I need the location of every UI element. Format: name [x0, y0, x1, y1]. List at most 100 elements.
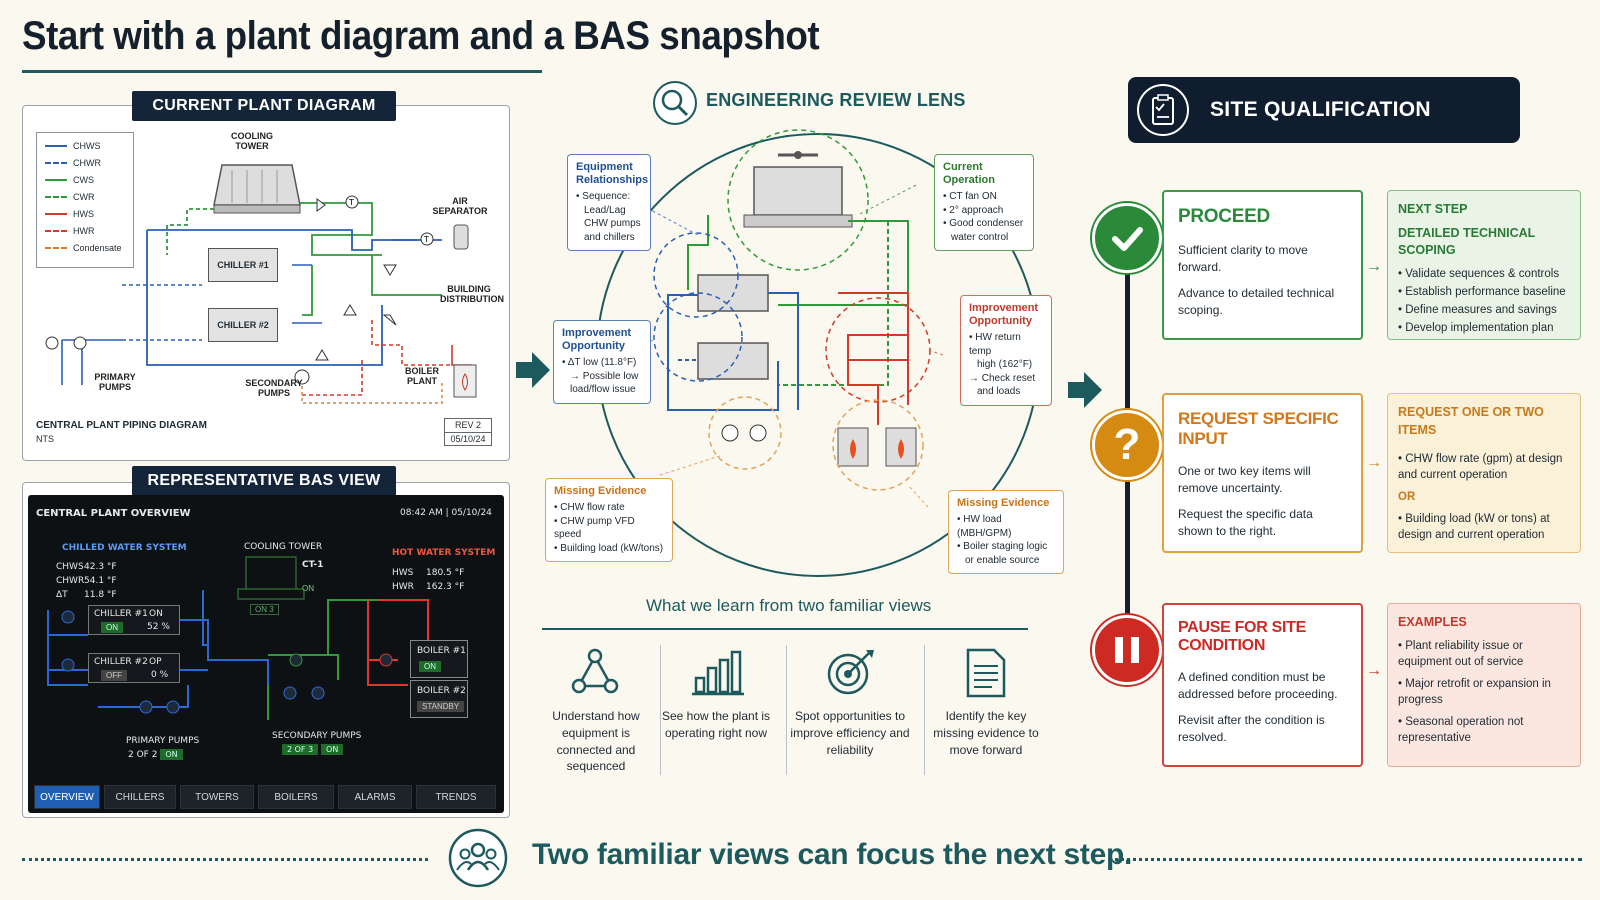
callout-current-operation: Current Operation • CT fan ON• 2° approa…	[934, 154, 1034, 252]
bas-tab-boilers[interactable]: BOILERS	[258, 785, 334, 809]
bas-view-header: REPRESENTATIVE BAS VIEW	[132, 466, 396, 496]
bas-boiler-1[interactable]: BOILER #1 ON	[410, 640, 468, 678]
plant-footer-title: CENTRAL PLANT PIPING DIAGRAM	[36, 420, 207, 431]
chiller-2-state: OP	[149, 657, 162, 667]
site-qualification-header	[1128, 77, 1520, 143]
bas-boiler-2[interactable]: BOILER #2 STANDBY	[410, 680, 468, 718]
tower-title: COOLING TOWER	[244, 542, 323, 552]
chwr-label: CHWR	[56, 576, 85, 586]
tower-tag: ON 3	[250, 604, 279, 615]
plant-footer-sub: NTS	[36, 434, 54, 444]
examples-title: EXAMPLES	[1398, 615, 1467, 629]
primary-pumps-badge: ON	[160, 749, 183, 760]
arrow-proceed: →	[1366, 258, 1382, 275]
hwr-value: 162.3 °F	[426, 582, 465, 592]
rev-date: 05/10/24	[450, 434, 486, 444]
network-icon	[571, 648, 619, 694]
people-group-icon	[448, 828, 508, 888]
plant-legend: CHWS CHWR CWS CWR HWS HWR Condensate	[36, 132, 134, 268]
clipboard-icon	[1137, 84, 1189, 136]
footer-tagline: Two familiar views can focus the next st…	[532, 838, 1133, 871]
card-pause: PAUSE FOR SITE CONDITION A defined condi…	[1162, 603, 1363, 767]
callout-missing-right: Missing Evidence • HW load (MBH/GPM)• Bo…	[948, 490, 1064, 575]
callout-improvement-right: Improvement Opportunity • HW return temp…	[960, 295, 1052, 406]
learn-rule	[542, 628, 1028, 630]
request-item-1: • CHW flow rate (gpm) at design and curr…	[1398, 453, 1563, 482]
pause-text-2: Revisit after the condition is resolved.	[1178, 712, 1325, 745]
chws-value: 42.3 °F	[84, 562, 117, 572]
chwr-value: 54.1 °F	[84, 576, 117, 586]
legend-item-hwr: HWR	[37, 222, 133, 239]
title-underline	[22, 70, 542, 73]
svg-text:T: T	[423, 235, 429, 244]
page-title: Start with a plant diagram and a BAS sna…	[22, 14, 820, 58]
legend-item-cwr: CWR	[37, 188, 133, 205]
proceed-text-2: Advance to detailed technical scoping.	[1178, 285, 1335, 318]
chiller-2-load: 0 %	[151, 670, 169, 680]
bas-chiller-1[interactable]: CHILLER #1 ON ON 52 %	[88, 605, 180, 635]
card-request-input: REQUEST SPECIFIC INPUT One or two key it…	[1162, 393, 1363, 553]
learn-item-connected: Understand how equipment is connected an…	[552, 709, 640, 774]
bas-tab-overview[interactable]: OVERVIEW	[34, 785, 100, 809]
chiller-2-badge: OFF	[101, 670, 127, 681]
callout-missing-right-title: Missing Evidence	[957, 497, 1050, 509]
target-icon	[827, 650, 874, 695]
site-qualification-title: SITE QUALIFICATION	[1210, 98, 1431, 121]
primary-pumps-count: 2 OF 2 ON	[128, 749, 183, 760]
bas-chiller-2[interactable]: CHILLER #2 OP OFF 0 %	[88, 653, 180, 683]
dt-label: ΔT	[56, 590, 68, 600]
secondary-pumps-badge: ON	[321, 744, 344, 755]
learn-divider-2	[786, 645, 787, 775]
callout-improvement-left-title: Improvement Opportunity	[562, 327, 632, 353]
card-next-step: NEXT STEP DETAILED TECHNICAL SCOPING • V…	[1387, 190, 1581, 340]
learn-item-opportunities: Spot opportunities to improve efficiency…	[790, 709, 910, 757]
next-step-title: NEXT STEP	[1398, 202, 1468, 216]
svg-text:T: T	[348, 198, 354, 207]
label-secondary-pumps: SECONDARY PUMPS	[245, 378, 303, 399]
rev-label: REV 2	[445, 419, 491, 433]
bas-tab-alarms[interactable]: ALARMS	[338, 785, 412, 809]
dt-value: 11.8 °F	[84, 590, 117, 600]
plant-revision-box: REV 2 05/10/24	[444, 418, 492, 446]
request-title: REQUEST SPECIFIC INPUT	[1178, 409, 1339, 448]
arrow-request: →	[1366, 454, 1382, 471]
secondary-pumps-label: SECONDARY PUMPS	[272, 731, 362, 741]
learn-item-missing-evidence: Identify the key missing evidence to mov…	[933, 709, 1039, 757]
callout-improvement-left: Improvement Opportunity • ΔT low (11.8°F…	[553, 320, 651, 404]
boiler-2-name: BOILER #2	[417, 686, 466, 696]
plant-diagram-header: CURRENT PLANT DIAGRAM	[132, 91, 396, 121]
request-text-2: Request the specific data shown to the r…	[1178, 506, 1313, 539]
proceed-title: PROCEED	[1178, 206, 1270, 227]
bas-tab-towers[interactable]: TOWERS	[180, 785, 254, 809]
label-primary-pumps: PRIMARY PUMPS	[94, 372, 136, 393]
question-icon: ?	[1092, 410, 1162, 480]
chiller-1-badge: ON	[101, 622, 123, 633]
callout-equipment-relationships: Equipment Relationships • Sequence:Lead/…	[567, 154, 651, 252]
chiller-1-box: CHILLER #1	[208, 248, 278, 282]
plant-piping-svg: T T	[45, 164, 477, 404]
legend-item-cws: CWS	[37, 171, 133, 188]
callout-equipment-title: Equipment Relationships	[576, 161, 649, 187]
hws-value: 180.5 °F	[426, 568, 465, 578]
callout-missing-left: Missing Evidence • CHW flow rate• CHW pu…	[545, 478, 673, 563]
pause-title: PAUSE FOR SITE CONDITION	[1178, 619, 1306, 654]
bas-tab-chillers[interactable]: CHILLERS	[104, 785, 176, 809]
chws-label: CHWS	[56, 562, 84, 572]
request-item-2: • Building load (kW or tons) at design a…	[1398, 513, 1550, 542]
arrow-pause: →	[1366, 662, 1382, 679]
document-icon	[966, 648, 1006, 698]
bas-tab-trends[interactable]: TRENDS	[416, 785, 496, 809]
request-items-title: REQUEST ONE OR TWO ITEMS	[1398, 405, 1544, 437]
callout-missing-left-title: Missing Evidence	[554, 485, 647, 497]
next-step-sub: DETAILED TECHNICAL SCOPING	[1398, 225, 1536, 258]
learn-item-operating: See how the plant is operating right now	[661, 709, 771, 740]
primary-pumps-label: PRIMARY PUMPS	[126, 736, 200, 746]
legend-item-condensate: Condensate	[37, 239, 133, 256]
bas-timestamp: 08:42 AM | 05/10/24	[400, 508, 492, 518]
card-proceed: PROCEED Sufficient clarity to move forwa…	[1162, 190, 1363, 340]
hw-system-title: HOT WATER SYSTEM	[392, 548, 496, 558]
request-text-1: One or two key items will remove uncerta…	[1178, 464, 1311, 496]
legend-item-chwr: CHWR	[37, 154, 133, 171]
footer-dots-right	[1108, 858, 1582, 861]
flow-arrow-left	[516, 352, 550, 388]
